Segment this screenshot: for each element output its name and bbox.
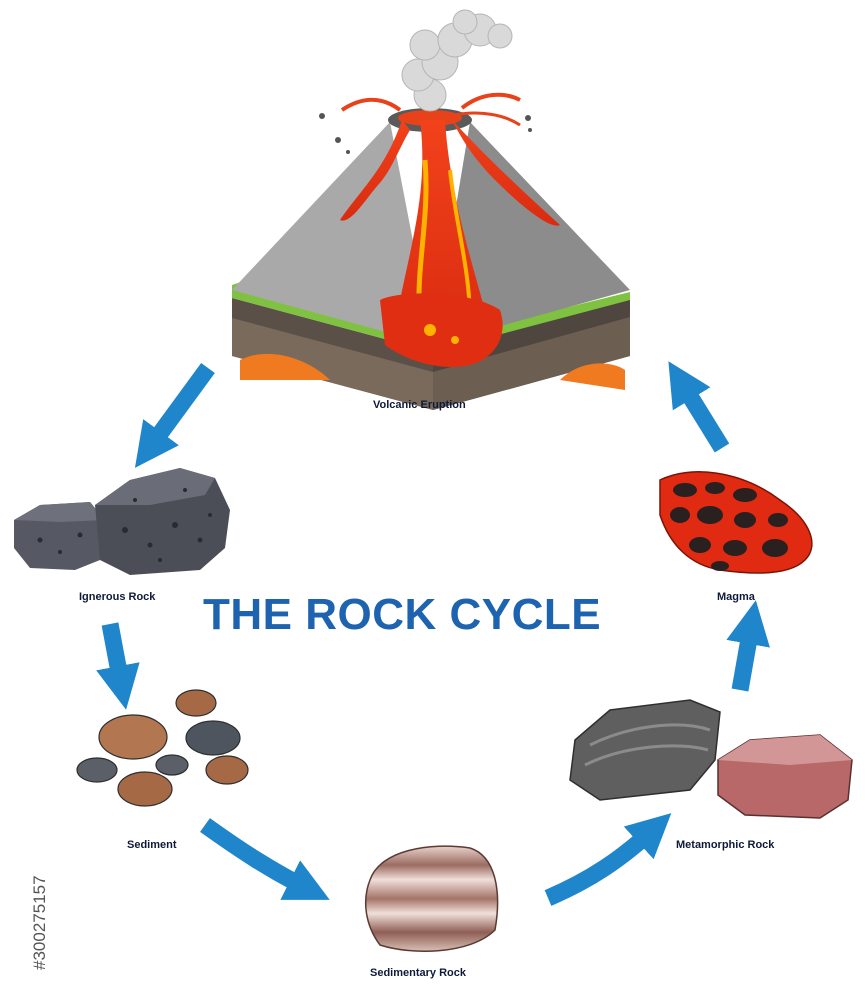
smoke-plume: [401, 9, 513, 112]
cycle-arrows: [96, 361, 770, 906]
magma-illustration: [659, 471, 813, 574]
arrow-sediment-to-sedimentary: [200, 818, 330, 900]
volcano-illustration: [232, 9, 630, 410]
label-metamorphic-rock: Metamorphic Rock: [676, 839, 775, 851]
label-igneous-rock: Ignerous Rock: [79, 591, 156, 603]
label-magma: Magma: [717, 591, 755, 603]
sediment-illustration: [76, 689, 249, 807]
arrow-igneous-to-sediment: [96, 622, 140, 710]
label-sedimentary-rock: Sedimentary Rock: [370, 967, 466, 979]
stock-id-text: #300275157: [30, 875, 49, 970]
igneous-rock-illustration: [14, 468, 230, 575]
arrow-magma-to-volcano: [668, 361, 730, 453]
arrow-volcano-to-igneous: [134, 362, 215, 468]
arrow-sedimentary-to-metamorphic: [544, 813, 672, 906]
metamorphic-rock-illustration: [569, 699, 853, 819]
diagram-title: THE ROCK CYCLE: [203, 590, 602, 639]
label-sediment: Sediment: [127, 839, 177, 851]
stock-id-watermark: #300275157: [6, 770, 49, 970]
label-volcanic-eruption: Volcanic Eruption: [373, 399, 466, 411]
sedimentary-rock-illustration: [364, 845, 499, 952]
arrow-metamorphic-to-magma: [726, 600, 770, 692]
